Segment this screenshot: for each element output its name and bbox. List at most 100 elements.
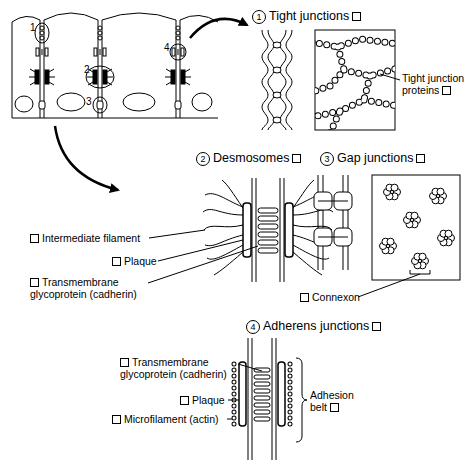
step-number: 2 [196,152,210,166]
checkbox [372,322,381,331]
cadherin [254,382,270,386]
cadherin [254,396,270,400]
membrane [280,178,281,282]
part-label: Tight junction proteins [402,72,464,96]
junction-protein [273,42,281,48]
nucleus [15,96,33,112]
cell-boundary [29,20,55,118]
label-block: 3 [320,152,334,166]
leader-line [227,419,232,420]
connexon-ring [380,238,397,254]
part-label: Connexon [312,291,360,303]
filament [293,180,333,275]
step-number: 3 [320,152,334,166]
leader-line [158,240,243,261]
label-block: 2 [84,64,90,75]
cell-surface [12,13,218,22]
label-block: Adherens junctions [263,319,381,333]
checkbox [300,293,309,302]
nucleus [123,93,155,111]
cadherin [254,368,270,372]
adherens-junction-drawing [227,338,307,460]
membrane [276,338,277,460]
label-block: 4 [246,320,260,334]
checkbox [352,12,361,21]
junction-protein [273,67,281,73]
cadherin [254,403,270,407]
label-block: Transmembrane glycoprotein (cadherin) [120,356,248,380]
membrane [343,175,344,270]
checkbox [180,396,189,405]
membrane [272,338,273,460]
cadherin [258,216,278,221]
gap-junction-drawing [314,175,460,297]
part-label: Microfilament (actin) [124,413,219,425]
checkbox [30,278,39,287]
filament [203,180,243,275]
connexon-ring [384,184,401,200]
protein-strands [315,39,395,130]
plaque [278,362,285,426]
label-block: Microfilament (actin) [112,413,219,425]
label-block: Gap junctions [337,151,425,165]
cadherin [258,224,278,229]
membrane [256,178,257,282]
section-heading: Tight junctions [269,9,349,23]
leader-line [228,400,239,401]
membrane [318,175,319,270]
membrane [252,338,253,460]
checkbox [292,154,301,163]
membrane [248,338,249,460]
label-block: 1 [30,22,36,33]
step-number: 1 [252,10,266,24]
bracket [410,270,430,274]
label-block: Desmosomes [213,151,301,165]
connexon-ring [438,230,455,246]
checkbox [120,358,129,367]
callout-number: 1 [30,22,36,33]
bead-chain [315,39,395,130]
cadherin [258,240,278,245]
junction-protein [273,117,281,123]
highlight-oval [170,44,186,60]
cell-boundary [165,20,191,118]
label-block: Intermediate filament [30,232,140,244]
tight-junction-drawing [262,30,400,133]
checkbox [416,154,425,163]
cadherin [258,232,278,237]
cell-edge [12,22,13,118]
highlight-oval [93,97,107,113]
part-label: Plaque [192,394,225,406]
leader-line [238,364,262,371]
label-block: 3 [86,96,92,107]
membrane [286,30,292,130]
cell-boundary [87,20,113,118]
callout-number: 3 [86,96,92,107]
connexon-ring [430,188,447,204]
part-label: Transmembrane glycoprotein (cadherin) [30,276,137,300]
plaque [239,362,246,426]
bracket [296,358,307,442]
part-label: Plaque [124,255,157,267]
connexon-ring [404,212,421,228]
cadherin [258,248,278,253]
section-heading: Desmosomes [213,151,289,165]
cell-base [12,118,218,119]
checkbox [442,86,451,95]
membrane [323,175,324,270]
label-block: 2 [196,152,210,166]
cadherin [254,389,270,393]
checkbox [30,234,39,243]
step-number: 4 [246,320,260,334]
highlight-oval [86,66,114,88]
cadherin [254,410,270,414]
label-block: Plaque [112,255,157,267]
cell-row [12,13,218,118]
highlight-oval [35,23,49,43]
callout-number: 4 [164,42,170,53]
cadherin [258,208,278,213]
cadherin [254,375,270,379]
nucleus [192,93,212,111]
